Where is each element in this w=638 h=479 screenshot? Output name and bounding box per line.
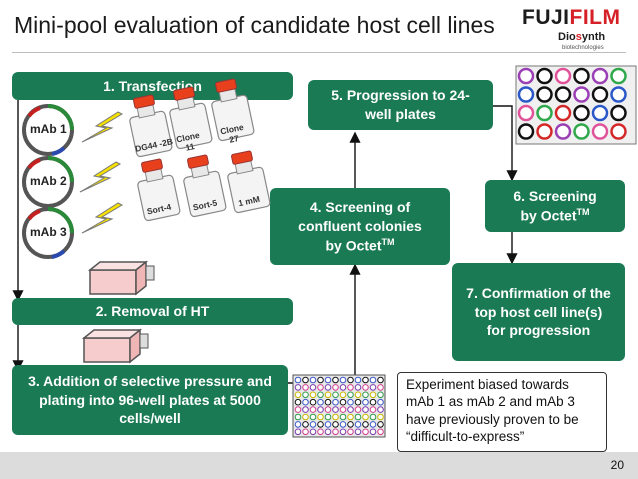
step-5-progression-24-well: 5. Progression to 24-well plates xyxy=(308,80,493,130)
bias-note: Experiment biased towards mAb 1 as mAb 2… xyxy=(397,372,607,452)
plasmid-label-mab-2: mAb 2 xyxy=(30,174,67,188)
title-divider xyxy=(12,52,626,53)
slide-title: Mini-pool evaluation of candidate host c… xyxy=(14,12,495,38)
footer-bar: 20 xyxy=(0,452,638,479)
step-7-confirmation: 7. Confirmation of the top host cell lin… xyxy=(452,263,625,361)
plasmid-label-mab-3: mAb 3 xyxy=(30,225,67,239)
page-number: 20 xyxy=(610,458,624,472)
arrow-3-to-4 xyxy=(288,263,361,384)
arrow-5-to-6 xyxy=(493,105,518,182)
plasmid-label-mab-1: mAb 1 xyxy=(30,122,67,136)
step-1-transfection: 1. Transfection xyxy=(12,72,293,100)
step-2-removal-of-ht: 2. Removal of HT xyxy=(12,298,293,325)
step-3-selective-pressure: 3. Addition of selective pressure and pl… xyxy=(12,365,288,435)
